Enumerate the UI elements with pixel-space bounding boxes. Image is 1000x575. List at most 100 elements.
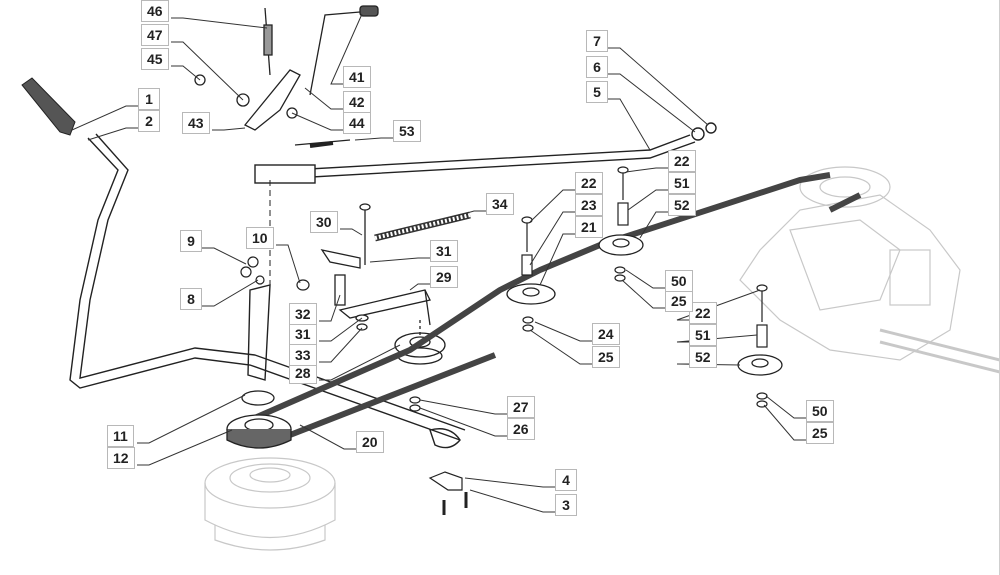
- callout-control-rod[interactable]: 5: [586, 81, 608, 103]
- leader-line: [625, 269, 665, 289]
- callout-bolt[interactable]: 22: [575, 172, 603, 194]
- callout-pedal-lever[interactable]: 2: [138, 110, 160, 132]
- callout-washer[interactable]: 47: [141, 24, 169, 46]
- leader-line: [419, 399, 507, 415]
- callout-washer[interactable]: 50: [665, 270, 693, 292]
- callout-nut[interactable]: 25: [592, 346, 620, 368]
- callout-washer[interactable]: 24: [592, 323, 620, 345]
- leader-line: [539, 233, 575, 286]
- leader-line: [534, 321, 592, 342]
- leader-line: [625, 167, 668, 173]
- leader-line: [137, 429, 233, 466]
- callout-nut[interactable]: 45: [141, 48, 169, 70]
- callout-spacer[interactable]: 23: [575, 194, 603, 216]
- leader-line: [529, 329, 592, 365]
- callout-washer[interactable]: 31: [289, 323, 317, 345]
- leader-line: [621, 279, 665, 309]
- leader-line: [676, 363, 741, 366]
- callout-spacer[interactable]: 51: [668, 172, 696, 194]
- callout-spacer[interactable]: 11: [107, 425, 134, 447]
- leader-line: [171, 41, 244, 101]
- callout-pin[interactable]: 44: [343, 112, 371, 134]
- callout-washer[interactable]: 8: [180, 288, 202, 310]
- leader-line: [419, 407, 507, 437]
- callout-bushings[interactable]: 9: [180, 230, 202, 252]
- callout-lever-plate[interactable]: 43: [182, 112, 210, 134]
- callout-spring[interactable]: 46: [141, 0, 169, 22]
- callout-belt-guide-bracket[interactable]: 4: [555, 469, 577, 491]
- leader-line: [71, 105, 138, 131]
- callout-idler-pulley[interactable]: 52: [668, 194, 696, 216]
- leader-line: [276, 244, 301, 284]
- control-rod: [254, 122, 717, 184]
- leader-line: [529, 189, 575, 223]
- leader-line: [608, 47, 709, 126]
- callout-washer[interactable]: 27: [507, 396, 535, 418]
- callout-tension-spring[interactable]: 34: [486, 193, 514, 215]
- leader-lines: [71, 13, 806, 513]
- callout-pedal-pad[interactable]: 1: [138, 88, 160, 110]
- drive-belt: [248, 172, 862, 438]
- callout-engine-pulley[interactable]: 12: [107, 447, 135, 469]
- callout-clip[interactable]: 7: [586, 30, 608, 52]
- leader-line: [627, 189, 668, 211]
- leader-line: [202, 279, 259, 307]
- leader-line: [369, 257, 430, 263]
- callout-drive-belt[interactable]: 20: [356, 431, 384, 453]
- leader-line: [464, 477, 555, 488]
- callout-idler-pulley[interactable]: 21: [575, 216, 603, 238]
- callout-parking-brake-lever[interactable]: 42: [343, 91, 371, 113]
- leader-line: [304, 87, 343, 110]
- callout-tensioner-arm[interactable]: 29: [430, 266, 458, 288]
- callout-bolt[interactable]: 22: [689, 302, 717, 324]
- pedal-pad: [21, 77, 76, 136]
- callout-handle-grip[interactable]: 41: [343, 66, 371, 88]
- leader-line: [299, 424, 356, 450]
- callout-nut[interactable]: 33: [289, 344, 317, 366]
- leader-line: [171, 17, 268, 29]
- leader-line: [608, 73, 696, 133]
- pulleys: [226, 234, 783, 449]
- leader-line: [212, 127, 246, 131]
- leader-line: [319, 294, 341, 322]
- callout-nut[interactable]: 25: [806, 422, 834, 444]
- callout-bolt[interactable]: 30: [310, 211, 338, 233]
- callout-washer[interactable]: 50: [806, 400, 834, 422]
- leader-line: [319, 327, 363, 363]
- leader-line: [87, 127, 138, 141]
- callout-washer[interactable]: 6: [586, 56, 608, 78]
- callout-screw[interactable]: 3: [555, 494, 577, 516]
- leader-line: [409, 283, 430, 291]
- leader-line: [459, 210, 486, 216]
- leader-line: [676, 334, 758, 343]
- callout-tensioner-pulley[interactable]: 28: [289, 362, 317, 384]
- callout-nut[interactable]: 26: [507, 418, 535, 440]
- callout-nut[interactable]: 25: [665, 290, 693, 312]
- leader-line: [529, 211, 575, 266]
- leader-line: [676, 289, 761, 321]
- leader-line: [763, 404, 806, 441]
- callout-washer[interactable]: 31: [430, 240, 458, 262]
- callout-bolt[interactable]: 22: [668, 150, 696, 172]
- leader-line: [137, 394, 246, 444]
- leader-line: [319, 344, 401, 381]
- leader-line: [608, 98, 651, 151]
- bolts-spacers: [240, 166, 768, 515]
- callout-idler-pulley[interactable]: 52: [689, 346, 717, 368]
- callout-pivot-pin[interactable]: 32: [289, 303, 317, 325]
- leader-line: [291, 112, 343, 131]
- leader-line: [202, 247, 247, 265]
- callout-pin[interactable]: 10: [246, 227, 274, 249]
- leader-line: [330, 13, 363, 85]
- electric-clutch-ghost: [204, 457, 336, 551]
- leader-line: [354, 137, 393, 141]
- callout-spacer[interactable]: 51: [689, 324, 717, 346]
- leader-line: [340, 228, 363, 236]
- leader-line: [639, 211, 668, 239]
- leader-line: [469, 489, 555, 513]
- transaxle-ghost: [739, 166, 1000, 374]
- callout-return-spring[interactable]: 53: [393, 120, 421, 142]
- leader-line: [319, 317, 363, 342]
